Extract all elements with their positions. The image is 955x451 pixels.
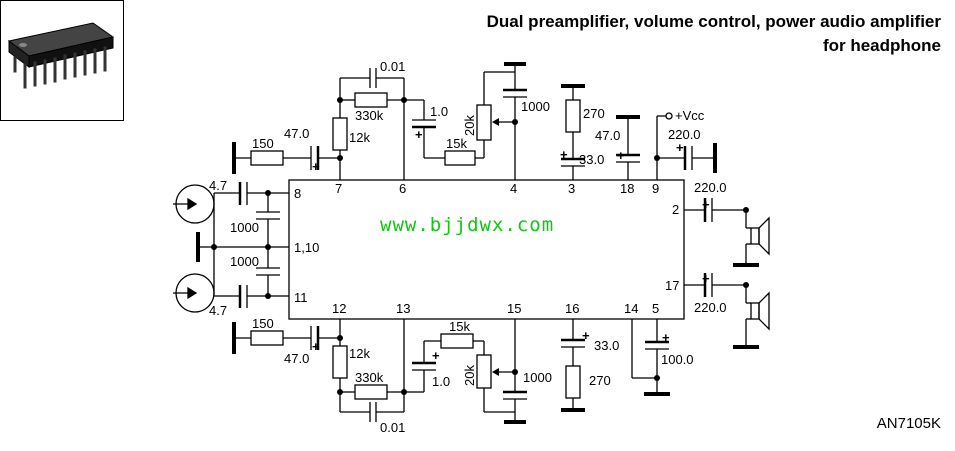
ic-body (288, 179, 685, 320)
component-label: 15k (449, 319, 470, 334)
pin-label: 18 (620, 181, 634, 196)
component-label: 150 (252, 136, 274, 151)
pin-label: 7 (335, 181, 342, 196)
component-label: 1.0 (430, 104, 448, 119)
pin-label: 13 (396, 301, 410, 316)
component-label: 4.7 (209, 303, 227, 318)
component-label: 1000 (230, 220, 259, 235)
pin-label: 4 (510, 181, 517, 196)
input-jack-icon (173, 184, 215, 224)
pin-label: 9 (652, 181, 659, 196)
component-label: 1000 (521, 99, 550, 114)
component-label: 33.0 (579, 152, 604, 167)
component-label: 1000 (230, 254, 259, 269)
watermark-text: www.bjjdwx.com (380, 214, 555, 236)
component-label: 15k (446, 136, 467, 151)
pin-label: 14 (624, 301, 638, 316)
pin-label: 2 (672, 202, 679, 217)
component-label: 100.0 (661, 352, 694, 367)
svg-text:+: + (702, 271, 710, 286)
pin-label: 16 (565, 301, 579, 316)
pin-label: 11 (294, 290, 308, 305)
component-label: 220.0 (694, 300, 727, 315)
component-label: 4.7 (209, 178, 227, 193)
svg-text:+: + (432, 348, 440, 363)
svg-text:+: + (560, 147, 568, 162)
speaker-icon (746, 291, 770, 331)
component-label: 47.0 (284, 351, 309, 366)
component-label: 330k (355, 370, 384, 385)
component-label: 270 (589, 373, 611, 388)
component-label: 1000 (523, 370, 552, 385)
component-label: 47.0 (595, 128, 620, 143)
chip-package-panel (0, 0, 124, 121)
component-label: 12k (349, 346, 370, 361)
component-label: 0.01 (380, 59, 405, 74)
page-subtitle: for headphone (822, 36, 941, 55)
component-label: 330k (355, 108, 384, 123)
component-label: 220.0 (668, 127, 701, 142)
component-label: 1.0 (432, 374, 450, 389)
svg-text:+: + (415, 127, 423, 142)
component-label: 20k (462, 115, 477, 136)
pin-label: 5 (652, 301, 659, 316)
pin-label: 1,10 (294, 240, 319, 255)
component-label: 47.0 (284, 126, 309, 141)
svg-text:+: + (702, 197, 710, 212)
svg-text:+: + (617, 148, 625, 163)
speaker-icon (746, 216, 770, 256)
pin-label: 6 (399, 181, 406, 196)
input-jack-icon (173, 273, 215, 313)
component-label: 12k (349, 130, 370, 145)
svg-text:+: + (676, 140, 684, 155)
svg-text:+: + (582, 328, 590, 343)
junction-dots (211, 97, 749, 395)
component-label: +Vcc (675, 108, 705, 123)
pin-label: 3 (568, 181, 575, 196)
pin-label: 15 (507, 301, 521, 316)
component-label: 20k (462, 365, 477, 386)
svg-text:+: + (312, 159, 320, 174)
dip-ic-package-icon (7, 22, 115, 89)
svg-text:+: + (662, 330, 670, 345)
pin-label: 8 (294, 186, 301, 201)
component-label: 0.01 (380, 420, 405, 435)
svg-text:+: + (312, 339, 320, 354)
component-label: 220.0 (694, 180, 727, 195)
component-label: 150 (252, 316, 274, 331)
part-number: AN7105K (876, 415, 941, 432)
component-label: 270 (583, 106, 605, 121)
component-label: 33.0 (594, 338, 619, 353)
page-title: Dual preamplifier, volume control, power… (486, 12, 941, 31)
pin-label: 17 (665, 278, 679, 293)
pin-label: 12 (332, 301, 346, 316)
